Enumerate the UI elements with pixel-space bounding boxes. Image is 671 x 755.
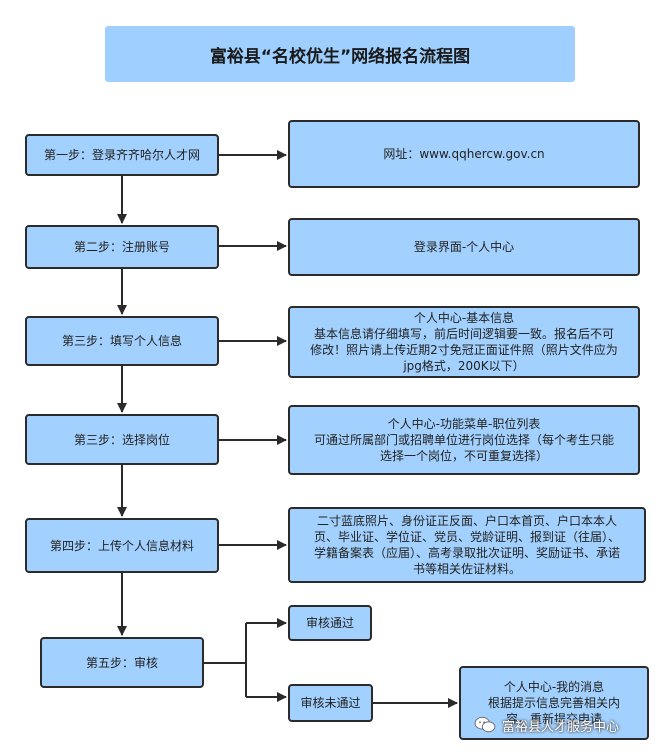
wechat-icon (474, 716, 496, 733)
step-2-label: 第二步：注册账号 (73, 240, 170, 254)
page-title: 富裕县“名校优生”网络报名流程图 (105, 26, 575, 82)
step-4-box: 第三步：选择岗位 (25, 414, 219, 465)
fail-detail-line-3: 容，重新提交申请 (505, 712, 602, 726)
detail-5-box: 二寸蓝底照片、身份证正反面、户口本首页、户口本本人 页、毕业证、学位证、党员、党… (288, 507, 646, 583)
step-5-box: 第四步：上传个人信息材料 (25, 518, 219, 573)
fail-detail-line-1: 个人中心-我的消息 (503, 680, 605, 694)
step-4-label: 第三步：选择岗位 (73, 432, 170, 447)
detail-1-box: 网址：www.qqhercw.gov.cn (288, 120, 640, 188)
detail-3-line-3: 修改！照片请上传近期2寸免冠正面证件照（照片文件应为 (310, 343, 618, 357)
detail-5-line-1: 二寸蓝底照片、身份证正反面、户口本首页、户口本本人 (316, 514, 617, 528)
review-fail-label: 审核未通过 (300, 696, 361, 710)
detail-3-line-1: 个人中心-基本信息 (413, 311, 515, 325)
review-pass-box: 审核通过 (288, 605, 372, 641)
review-fail-box: 审核未通过 (288, 684, 373, 722)
watermark: 富裕县人才服务中心 (474, 711, 664, 739)
detail-2-box: 登录界面-个人中心 (288, 218, 640, 276)
watermark-text: 富裕县人才服务中心 (502, 719, 620, 735)
detail-3-line-4: jpg格式，200K以下） (403, 359, 525, 373)
step-2-box: 第二步：注册账号 (25, 225, 219, 269)
step-6-label: 第五步：审核 (85, 655, 158, 670)
step-5-label: 第四步：上传个人信息材料 (49, 538, 194, 553)
detail-5-line-4: 书等相关佐证材料。 (412, 562, 521, 576)
detail-2-line-1: 登录界面-个人中心 (413, 240, 515, 254)
fail-detail-line-2: 根据提示信息完善相关内 (487, 696, 620, 710)
step-3-label: 第三步：填写个人信息 (61, 334, 182, 348)
step-1-box: 第一步：登录齐齐哈尔人才网 (25, 134, 219, 176)
detail-4-line-1: 个人中心-功能菜单-职位列表 (387, 417, 541, 431)
step-6-box: 第五步：审核 (40, 637, 204, 688)
step-3-box: 第三步：填写个人信息 (25, 316, 219, 366)
detail-5-line-3: 学籍备案表（应届）、高考录取批次证明、奖励证书、承诺 (313, 546, 620, 560)
detail-3-box: 个人中心-基本信息 基本信息请仔细填写，前后时间逻辑要一致。报名后不可 修改！照… (288, 306, 640, 378)
detail-1-line-1: 网址：www.qqhercw.gov.cn (383, 147, 545, 161)
detail-4-box: 个人中心-功能菜单-职位列表 可通过所属部门或招聘单位进行岗位选择（每个考生只能… (288, 405, 640, 475)
step-1-label: 第一步：登录齐齐哈尔人才网 (43, 148, 200, 162)
review-pass-label: 审核通过 (305, 616, 354, 630)
detail-4-line-2: 可通过所属部门或招聘单位进行岗位选择（每个考生只能 (313, 433, 614, 447)
detail-5-line-2: 页、毕业证、学位证、党员、党龄证明、报到证（往届）、 (313, 530, 620, 544)
detail-4-line-3: 选择一个岗位，不可重复选择） (379, 449, 548, 463)
detail-3-line-2: 基本信息请仔细填写，前后时间逻辑要一致。报名后不可 (313, 327, 614, 341)
